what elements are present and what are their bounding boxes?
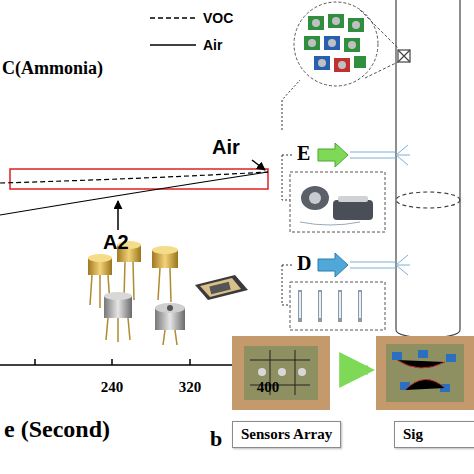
curve-label: A2 (103, 231, 129, 254)
port-letter: D (297, 252, 311, 275)
sensor-module-ring (294, 2, 398, 86)
photo-panel: Sig (376, 335, 474, 459)
label-text: E (297, 142, 310, 164)
flow-arrow (318, 143, 348, 167)
sensor-picture (88, 241, 248, 345)
legend-solid-sample (150, 44, 196, 45)
port-letter: E (297, 142, 310, 165)
label-text: 400 (257, 379, 280, 395)
legend-text: Air (203, 37, 222, 53)
board-photo (376, 336, 474, 410)
flow-arrow (345, 366, 368, 375)
label-text: A2 (103, 231, 129, 253)
label-text: b (210, 426, 222, 451)
board-photo (232, 336, 330, 410)
label-text: 240 (101, 379, 124, 395)
tick-label: 240 (101, 378, 124, 396)
axis-title: e (Second) (4, 416, 110, 443)
legend-entry: VOC (203, 9, 233, 27)
caption-box: Sig (394, 421, 474, 448)
highlight-box (10, 169, 268, 189)
label-text: 320 (179, 379, 202, 395)
legend-text: VOC (203, 10, 233, 26)
label-text: D (297, 252, 311, 274)
pointer-arrow (252, 160, 265, 170)
air-pump-picture (290, 172, 385, 232)
label-text: Air (212, 136, 240, 158)
curve-label: Air (212, 136, 240, 159)
legend-entry: Air (203, 36, 222, 54)
tick-label: 400 (257, 378, 280, 396)
caption-box: Sensors Array (232, 421, 341, 448)
pointer-arrow (117, 201, 119, 230)
air-curve (0, 172, 268, 215)
label-text: C(Ammonia) (2, 58, 103, 78)
photo-panel: Sensors Array (232, 335, 342, 459)
voc-curve (0, 172, 268, 183)
panel-letter: b (210, 426, 222, 452)
chamber-cylinder (396, 0, 460, 338)
flow-arrow (318, 253, 348, 277)
legend-dashed-sample (150, 17, 196, 18)
axis-title: C(Ammonia) (2, 58, 103, 79)
tick-label: 320 (179, 378, 202, 396)
label-text: e (Second) (4, 416, 110, 442)
syringe-picture (290, 282, 385, 330)
